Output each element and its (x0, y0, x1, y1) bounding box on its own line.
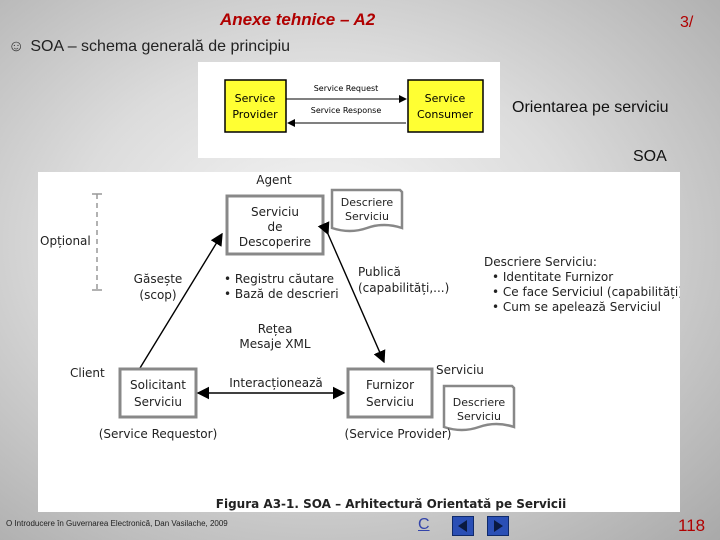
network-line2: Mesaje XML (239, 337, 310, 351)
slide-title: Anexe tehnice – A2 (220, 10, 376, 29)
page-number: 3/ (680, 14, 694, 31)
soa-label: SOA (633, 148, 667, 165)
service-provider-box (346, 367, 434, 419)
requestor-line1: Solicitant (130, 378, 186, 392)
discovery-line1: Serviciu (251, 205, 299, 219)
registry-bullet1: • Registru căutare (224, 272, 334, 286)
service-response-label: Service Response (311, 106, 382, 115)
finds-arrow (139, 232, 223, 369)
service-label: Serviciu (436, 363, 484, 377)
client-label: Client (70, 366, 105, 380)
prev-slide-button[interactable] (452, 516, 474, 536)
provider-line1: Service (235, 92, 276, 105)
registry-bullet2: • Bază de descrieri (224, 287, 339, 301)
footer-c-link[interactable]: C (418, 516, 430, 533)
service-consumer-box (407, 79, 484, 133)
next-slide-button[interactable] (487, 516, 509, 536)
soa-architecture-figure: Agent Opțional Serviciu de Descoperire D… (38, 172, 683, 512)
finds-line1: Găsește (134, 272, 183, 286)
description-item-1: • Identitate Furnizor (492, 270, 613, 284)
discovery-service-box (225, 194, 325, 256)
discovery-line3: Descoperire (239, 235, 311, 249)
arrow-left-icon (458, 520, 467, 532)
subtitle: ☺ SOA – schema generală de principiu (8, 38, 290, 56)
desc-bottom-line2: Serviciu (457, 410, 501, 423)
discovery-line2: de (268, 220, 283, 234)
consumer-line2: Consumer (417, 108, 474, 121)
description-title: Descriere Serviciu: (484, 255, 597, 269)
desc-top-line2: Serviciu (345, 210, 389, 223)
consumer-line1: Service (425, 92, 466, 105)
description-bottom-doc (442, 384, 516, 432)
description-item-3: • Cum se apelează Serviciul (492, 300, 661, 314)
publish-line1: Publică (358, 265, 401, 279)
requestor-caption: (Service Requestor) (99, 427, 218, 441)
description-item-2: • Ce face Serviciul (capabilități) (492, 285, 680, 299)
agent-label: Agent (256, 173, 292, 187)
service-orientation-label: Orientarea pe serviciu (512, 99, 669, 116)
network-line1: Rețea (258, 322, 293, 336)
footer-credit: O Introducere în Guvernarea Electronică,… (6, 519, 228, 528)
provider-line2: Provider (232, 108, 278, 121)
service-provider-box (224, 79, 287, 133)
simple-soa-diagram: Service Provider Service Consumer Servic… (198, 62, 500, 158)
supplier-line1: Furnizor (366, 378, 414, 392)
optional-label: Opțional (40, 234, 91, 248)
slide-number: 118 (678, 516, 706, 535)
desc-bottom-line1: Descriere (453, 396, 506, 409)
provider-caption: (Service Provider) (345, 427, 452, 441)
desc-top-line1: Descriere (341, 196, 394, 209)
supplier-line2: Serviciu (366, 395, 414, 409)
requestor-line2: Serviciu (134, 395, 182, 409)
publish-arrow (317, 221, 386, 364)
finds-line2: (scop) (139, 288, 176, 302)
publish-line2: (capabilități,...) (358, 281, 449, 295)
figure-caption: Figura A3-1. SOA – Arhitectură Orientată… (216, 497, 566, 511)
service-request-label: Service Request (314, 84, 379, 93)
smiley-bullet-icon: ☺ (8, 38, 25, 55)
arrow-right-icon (494, 520, 503, 532)
service-requestor-box (118, 367, 198, 419)
interacts-label: Interacționează (229, 376, 323, 390)
subtitle-text: SOA – schema generală de principiu (30, 38, 291, 55)
